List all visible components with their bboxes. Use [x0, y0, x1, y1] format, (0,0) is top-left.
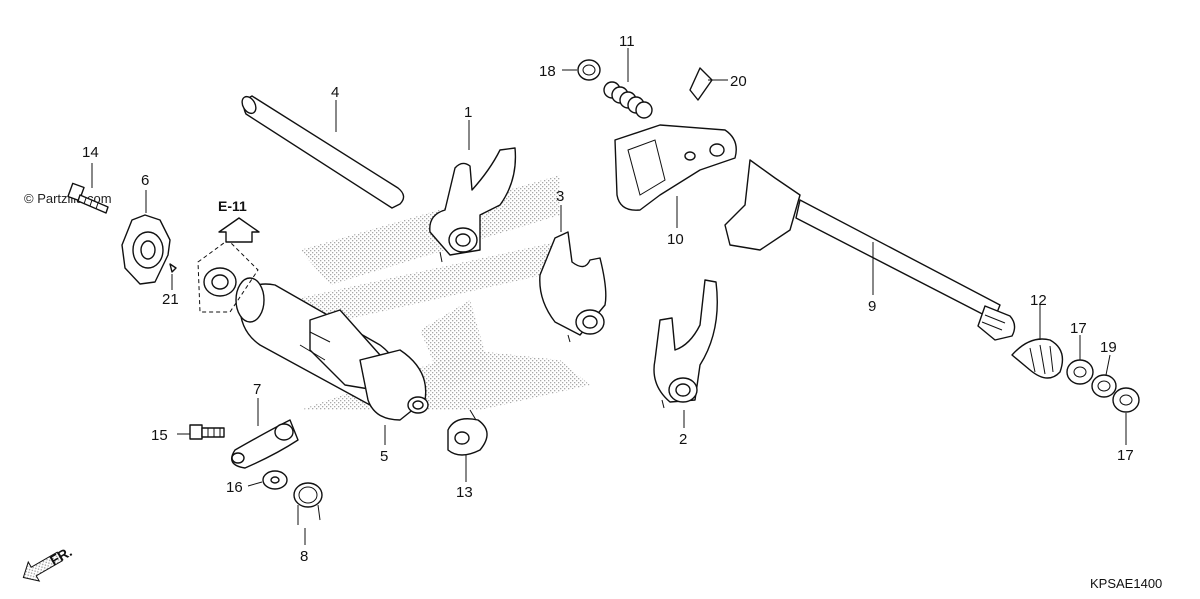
part-21-pin[interactable] [169, 263, 177, 273]
part-10-shift-plate[interactable] [614, 124, 737, 211]
callout-13: 13 [456, 484, 473, 501]
callout-21: 21 [162, 291, 179, 308]
callout-20: 20 [730, 73, 747, 90]
callout-4: 4 [331, 84, 339, 101]
part-17-washer-upper[interactable] [1066, 359, 1094, 385]
part-12-spring[interactable] [1011, 338, 1064, 379]
front-direction-indicator: FR. [22, 543, 75, 582]
reference-e-11[interactable]: E-11 [218, 198, 260, 243]
part-5-shift-drum[interactable] [235, 277, 429, 421]
part-1-shift-fork[interactable] [429, 147, 517, 263]
part-19-circlip[interactable] [1091, 374, 1117, 398]
part-8-spring[interactable] [293, 482, 323, 525]
leader-lines [91, 48, 1127, 545]
part-3-shift-fork[interactable] [539, 231, 607, 343]
part-11-spring[interactable] [603, 81, 653, 119]
callout-11: 11 [619, 33, 635, 50]
callout-3: 3 [556, 188, 564, 205]
reference-label: E-11 [218, 198, 247, 214]
part-6-star-cam[interactable] [121, 214, 171, 285]
callout-16: 16 [226, 479, 243, 496]
part-13-plate[interactable] [447, 409, 488, 456]
callout-labels: 4 1 3 2 5 6 14 21 7 15 16 8 13 18 11 20 … [82, 33, 1134, 565]
part-14-bolt[interactable] [67, 182, 109, 214]
part-20-clip[interactable] [689, 67, 713, 101]
callout-19: 19 [1100, 339, 1117, 356]
callout-10: 10 [667, 231, 684, 248]
callout-8: 8 [300, 548, 308, 565]
part-4-shift-drum-rod[interactable] [239, 94, 405, 209]
front-arrow-icon [22, 551, 63, 582]
callout-7: 7 [253, 381, 261, 398]
part-15-bolt[interactable] [189, 424, 225, 440]
part-9-shift-spindle[interactable] [724, 159, 1016, 341]
callout-9: 9 [868, 298, 876, 315]
part-18-circlip[interactable] [577, 59, 601, 81]
bearing-box [197, 239, 259, 313]
callout-2: 2 [679, 431, 687, 448]
callout-1: 1 [464, 104, 472, 121]
callout-15: 15 [151, 427, 168, 444]
part-7-stopper-arm[interactable] [231, 419, 299, 469]
callout-17-upper: 17 [1070, 320, 1087, 337]
part-17-washer-lower[interactable] [1112, 387, 1140, 413]
callout-17-lower: 17 [1117, 447, 1134, 464]
up-arrow-icon [218, 217, 260, 243]
diagram-code: KPSAE1400 [1090, 576, 1162, 591]
callout-12: 12 [1030, 292, 1047, 309]
callout-18: 18 [539, 63, 556, 80]
callout-6: 6 [141, 172, 149, 189]
part-16-washer[interactable] [262, 470, 288, 490]
callout-14: 14 [82, 144, 99, 161]
callout-5: 5 [380, 448, 388, 465]
part-2-shift-fork[interactable] [653, 279, 718, 409]
